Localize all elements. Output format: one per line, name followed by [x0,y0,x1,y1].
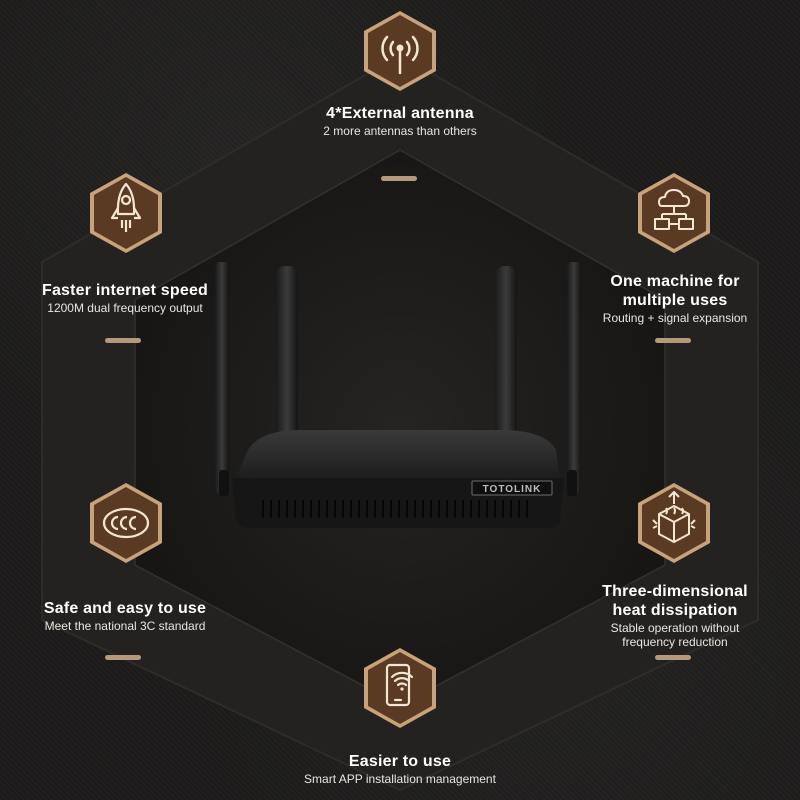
feature-subtitle-line1: Stable operation without [610,621,740,635]
divider-dash [105,338,141,343]
antenna-signal-icon [381,35,419,75]
feature-title-line2: multiple uses [622,292,728,309]
divider-dash [105,655,141,660]
badge-rocket [87,170,165,256]
feature-title-line1: Three-dimensional [602,583,748,600]
feature-heat: Three-dimensional heat dissipation Stabl… [568,582,782,649]
feature-speed: Faster internet speed 1200M dual frequen… [20,281,230,315]
divider-dash [655,338,691,343]
feature-subtitle: Routing + signal expansion [602,311,748,325]
feature-title: Easier to use [348,753,452,770]
feature-multi-use: One machine for multiple uses Routing + … [570,272,780,325]
feature-subtitle: Meet the national 3C standard [44,619,206,633]
feature-title-line1: One machine for [610,273,740,290]
badge-heat-dissipation [635,480,713,566]
feature-antenna: 4*External antenna 2 more antennas than … [250,104,550,138]
feature-title-line2: heat dissipation [612,602,738,619]
feature-subtitle: 1200M dual frequency output [47,301,203,315]
router-brand-label: TOTOLINK [483,484,542,495]
feature-title: Safe and easy to use [43,600,207,617]
badge-antenna [361,8,439,94]
heat-dissipation-cube-icon [652,491,696,543]
smartphone-wifi-icon [385,663,414,707]
feature-subtitle: Smart APP installation management [304,772,496,786]
rocket-icon [110,182,142,232]
badge-cloud-network [635,170,713,256]
feature-easy: Easier to use Smart APP installation man… [250,752,550,786]
cloud-network-icon [654,189,694,230]
router-antenna-left-inner [276,266,298,441]
router-antenna-left-outer [215,262,229,494]
feature-title: 4*External antenna [326,105,474,122]
badge-ccc [87,480,165,566]
router-antenna-right-outer [567,262,581,494]
router-antenna-right-inner [495,266,517,441]
divider-dash [381,176,417,181]
feature-subtitle-line2: frequency reduction [622,635,728,649]
router-top-surface [235,430,560,480]
feature-title: Faster internet speed [41,282,209,299]
feature-subtitle: 2 more antennas than others [323,124,477,138]
badge-smartphone [361,645,439,731]
router-illustration: TOTOLINK [215,262,581,528]
ccc-certification-icon [102,507,150,539]
divider-dash [655,655,691,660]
feature-safe: Safe and easy to use Meet the national 3… [20,599,230,633]
